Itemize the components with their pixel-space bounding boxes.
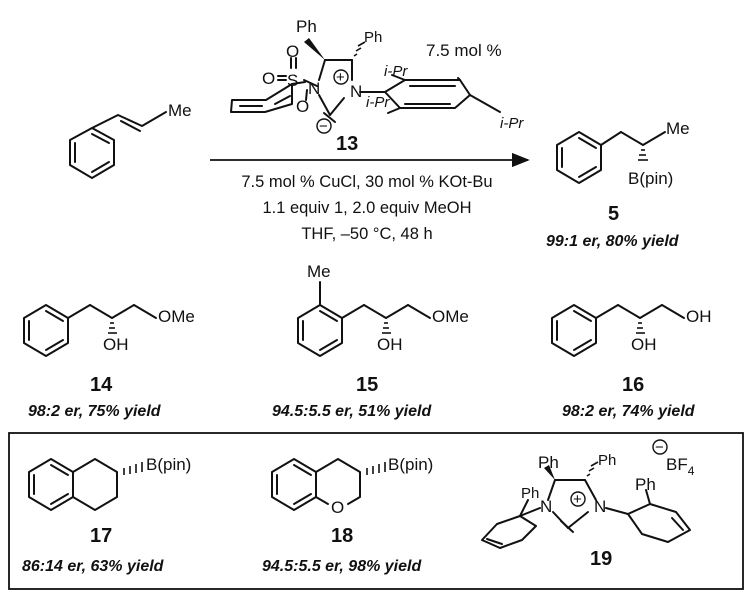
catalyst-loading: 7.5 mol % xyxy=(426,41,502,60)
product-5-methyl: Me xyxy=(666,119,690,138)
product-17-structure xyxy=(28,458,143,511)
compound-19-phenyl-d: Ph xyxy=(635,475,656,494)
product-18-result: 94.5:5.5 er, 98% yield xyxy=(262,558,422,575)
product-16-structure xyxy=(551,304,685,357)
product-18-bpin: B(pin) xyxy=(388,455,433,474)
product-5-structure xyxy=(556,131,666,184)
product-14-number: 14 xyxy=(90,374,113,396)
product-15-hydroxyl: OH xyxy=(377,335,403,354)
highlight-box xyxy=(8,432,744,590)
product-16-hydroxyl-terminal: OH xyxy=(686,307,712,326)
catalyst-ipr-c: i-Pr xyxy=(500,115,524,132)
product-16-hydroxyl-secondary: OH xyxy=(631,335,657,354)
catalyst-phenyl-a: Ph xyxy=(296,17,317,36)
catalyst-13-structure xyxy=(230,38,501,123)
catalyst-nitrogen-2: N xyxy=(350,82,362,101)
catalyst-ipr-b: i-Pr xyxy=(366,94,390,111)
catalyst-sulfur: S xyxy=(287,71,298,90)
compound-19-cation-marker xyxy=(570,491,586,507)
condition-line-2: 1.1 equiv 1, 2.0 equiv MeOH xyxy=(262,199,471,217)
product-14-structure xyxy=(23,304,157,357)
catalyst-oxygen-2: O xyxy=(262,69,275,88)
compound-19-structure xyxy=(481,461,691,549)
catalyst-anion-marker xyxy=(316,118,332,134)
catalyst-minus: − xyxy=(319,118,328,135)
catalyst-number: 13 xyxy=(336,133,358,155)
compound-19-nitrogen-1: N xyxy=(540,497,552,516)
product-17-bpin: B(pin) xyxy=(146,455,191,474)
catalyst-oxygen-3: O xyxy=(296,97,309,116)
substrate-structure: Me xyxy=(69,101,192,179)
product-14-methoxy: OMe xyxy=(158,307,195,326)
compound-19-counterion-subscript: 4 xyxy=(688,464,695,478)
catalyst-phenyl-b: Ph xyxy=(364,29,382,46)
product-15-result: 94.5:5.5 er, 51% yield xyxy=(272,403,432,420)
condition-line-3: THF, –50 °C, 48 h xyxy=(301,225,432,243)
compound-19-counterion: BF4 xyxy=(666,455,695,478)
product-14-hydroxyl: OH xyxy=(103,335,129,354)
substrate-methyl: Me xyxy=(168,101,192,120)
product-5-bpin: B(pin) xyxy=(628,169,673,188)
condition-line-1: 7.5 mol % CuCl, 30 mol % KOt-Bu xyxy=(241,173,492,191)
product-17-result: 86:14 er, 63% yield xyxy=(22,558,165,575)
compound-19-counterion-main: BF xyxy=(666,455,688,474)
catalyst-nitrogen-1: N xyxy=(308,79,320,98)
compound-19-number: 19 xyxy=(590,548,612,570)
product-16-result: 98:2 er, 74% yield xyxy=(562,403,696,420)
product-15-structure xyxy=(297,281,431,357)
product-15-methoxy: OMe xyxy=(432,307,469,326)
product-18-number: 18 xyxy=(331,525,353,547)
product-16-number: 16 xyxy=(622,374,644,396)
compound-19-nitrogen-2: N xyxy=(594,497,606,516)
compound-19-minus: − xyxy=(655,439,664,456)
product-5-result: 99:1 er, 80% yield xyxy=(546,233,680,250)
product-17-number: 17 xyxy=(90,525,112,547)
compound-19-anion-marker xyxy=(652,439,668,455)
compound-19-plus: + xyxy=(573,491,582,508)
product-18-structure xyxy=(271,458,386,511)
compound-19-phenyl-b: Ph xyxy=(598,452,616,469)
compound-19-phenyl-a: Ph xyxy=(538,453,559,472)
product-5-number: 5 xyxy=(608,203,619,225)
product-14-result: 98:2 er, 75% yield xyxy=(28,403,162,420)
product-15-methyl: Me xyxy=(307,262,331,281)
product-15-number: 15 xyxy=(356,374,378,396)
compound-19-phenyl-c: Ph xyxy=(521,485,539,502)
catalyst-oxygen-1: O xyxy=(286,42,299,61)
catalyst-ipr-a: i-Pr xyxy=(384,63,408,80)
catalyst-plus: + xyxy=(336,69,345,86)
catalyst-cation-marker xyxy=(333,69,349,85)
product-18-ring-oxygen: O xyxy=(331,498,344,517)
